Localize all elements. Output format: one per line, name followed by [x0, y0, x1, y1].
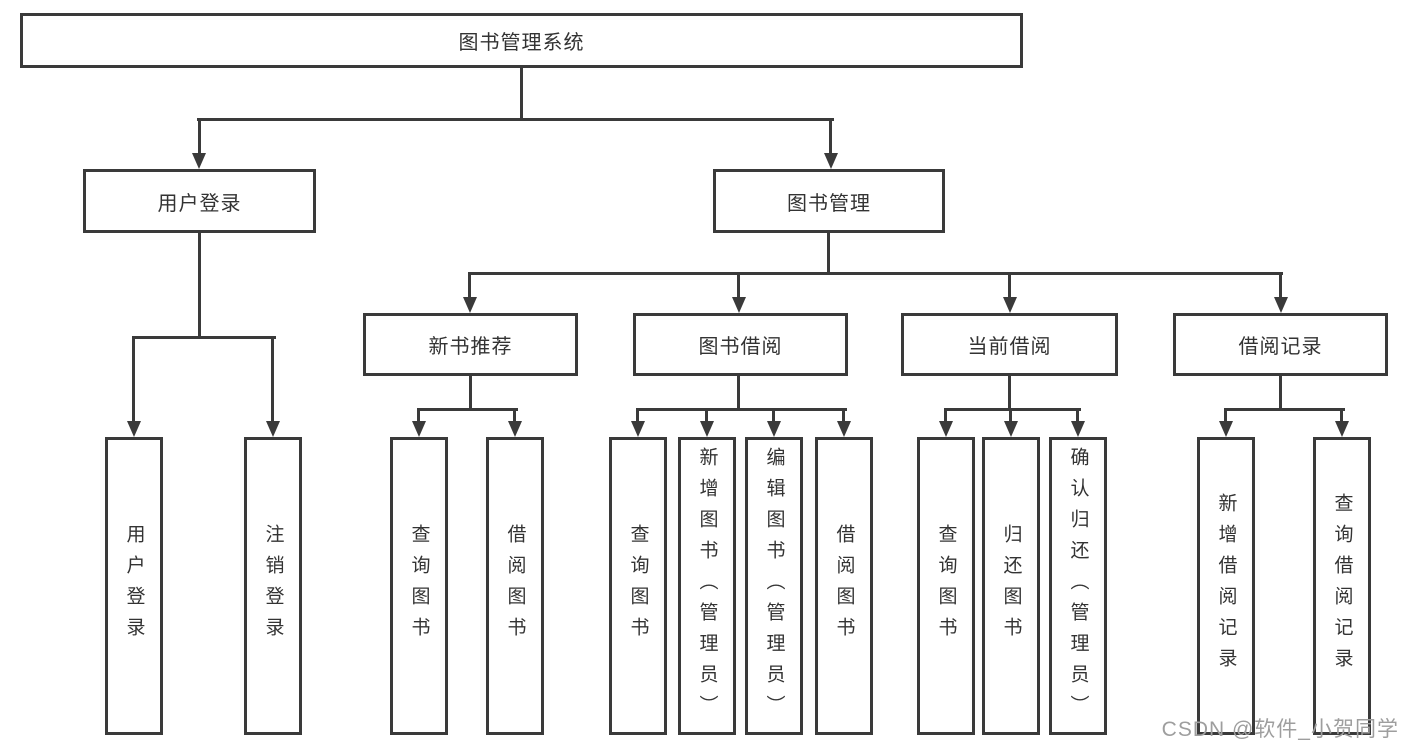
node-label: 图书借阅	[698, 336, 783, 358]
connector-line	[132, 339, 135, 421]
connector-line	[513, 411, 516, 421]
connector-line	[1224, 408, 1345, 411]
connector-line	[417, 408, 518, 411]
node-label: 新书推荐	[428, 336, 513, 358]
connector-line	[842, 411, 845, 421]
node-book-management: 图书管理	[713, 169, 945, 233]
connector-line	[469, 376, 472, 411]
connector-line	[705, 411, 708, 421]
connector-line	[737, 376, 740, 411]
leaf-label: 查询图书	[935, 524, 957, 648]
arrowhead-icon	[767, 421, 781, 437]
connector-line	[1340, 411, 1343, 421]
leaf-label: 查询借阅记录	[1331, 493, 1353, 679]
leaf-borrow-books-2: 借阅图书	[815, 437, 873, 735]
leaf-borrow-books-1: 借阅图书	[486, 437, 544, 735]
arrowhead-icon	[939, 421, 953, 437]
connector-line	[829, 121, 832, 153]
connector-line	[271, 339, 274, 421]
leaf-query-books-1: 查询图书	[390, 437, 448, 735]
arrowhead-icon	[508, 421, 522, 437]
leaf-logout: 注销登录	[244, 437, 302, 735]
node-new-book-recommend: 新书推荐	[363, 313, 578, 376]
arrowhead-icon	[1071, 421, 1085, 437]
connector-line	[132, 336, 276, 339]
leaf-label: 编辑图书（管理员）	[763, 446, 785, 726]
arrowhead-icon	[192, 153, 206, 169]
connector-line	[198, 233, 201, 339]
connector-line	[1279, 275, 1282, 297]
node-label: 当前借阅	[967, 336, 1052, 358]
node-user-login: 用户登录	[83, 169, 316, 233]
arrowhead-icon	[837, 421, 851, 437]
arrowhead-icon	[631, 421, 645, 437]
leaf-confirm-return-admin: 确认归还（管理员）	[1049, 437, 1107, 735]
connector-line	[636, 411, 639, 421]
connector-line	[520, 68, 523, 121]
leaf-query-borrow-record: 查询借阅记录	[1313, 437, 1371, 735]
leaf-query-books-3: 查询图书	[917, 437, 975, 735]
connector-line	[197, 118, 834, 121]
connector-line	[1279, 376, 1282, 411]
connector-line	[1008, 275, 1011, 297]
connector-line	[772, 411, 775, 421]
leaf-label: 确认归还（管理员）	[1067, 446, 1089, 726]
arrowhead-icon	[463, 297, 477, 313]
connector-line	[827, 233, 830, 275]
connector-line	[1008, 376, 1011, 411]
leaf-label: 借阅图书	[833, 524, 855, 648]
leaf-label: 归还图书	[1000, 524, 1022, 648]
node-current-borrow: 当前借阅	[901, 313, 1118, 376]
connector-line	[636, 408, 847, 411]
connector-line	[468, 275, 471, 297]
connector-line	[1009, 411, 1012, 421]
leaf-label: 借阅图书	[504, 524, 526, 648]
node-label: 图书管理	[787, 192, 871, 215]
arrowhead-icon	[1335, 421, 1349, 437]
connector-line	[417, 411, 420, 421]
leaf-label: 查询图书	[627, 524, 649, 648]
connector-line	[944, 411, 947, 421]
connector-line	[198, 121, 201, 153]
connector-line	[1076, 411, 1079, 421]
leaf-edit-books-admin: 编辑图书（管理员）	[745, 437, 803, 735]
connector-line	[468, 272, 1283, 275]
arrowhead-icon	[700, 421, 714, 437]
leaf-label: 注销登录	[262, 524, 284, 648]
leaf-add-borrow-record: 新增借阅记录	[1197, 437, 1255, 735]
leaf-label: 用户登录	[123, 524, 145, 648]
arrowhead-icon	[412, 421, 426, 437]
leaf-label: 新增借阅记录	[1215, 493, 1237, 679]
connector-line	[944, 408, 1081, 411]
node-root: 图书管理系统	[20, 13, 1023, 68]
node-root-label: 图书管理系统	[458, 32, 585, 54]
node-label: 用户登录	[157, 192, 242, 215]
connector-line	[737, 275, 740, 297]
arrowhead-icon	[127, 421, 141, 437]
csdn-watermark: CSDN @软件_小贺同学	[1161, 718, 1399, 741]
leaf-user-login: 用户登录	[105, 437, 163, 735]
arrowhead-icon	[1004, 421, 1018, 437]
leaf-query-books-2: 查询图书	[609, 437, 667, 735]
arrowhead-icon	[824, 153, 838, 169]
arrowhead-icon	[266, 421, 280, 437]
arrowhead-icon	[1003, 297, 1017, 313]
leaf-label: 查询图书	[408, 524, 430, 648]
leaf-label: 新增图书（管理员）	[696, 446, 718, 726]
node-label: 借阅记录	[1238, 336, 1323, 358]
leaf-add-books-admin: 新增图书（管理员）	[678, 437, 736, 735]
arrowhead-icon	[732, 297, 746, 313]
node-book-borrow: 图书借阅	[633, 313, 848, 376]
arrowhead-icon	[1219, 421, 1233, 437]
leaf-return-books: 归还图书	[982, 437, 1040, 735]
node-borrow-records: 借阅记录	[1173, 313, 1388, 376]
arrowhead-icon	[1274, 297, 1288, 313]
connector-line	[1224, 411, 1227, 421]
